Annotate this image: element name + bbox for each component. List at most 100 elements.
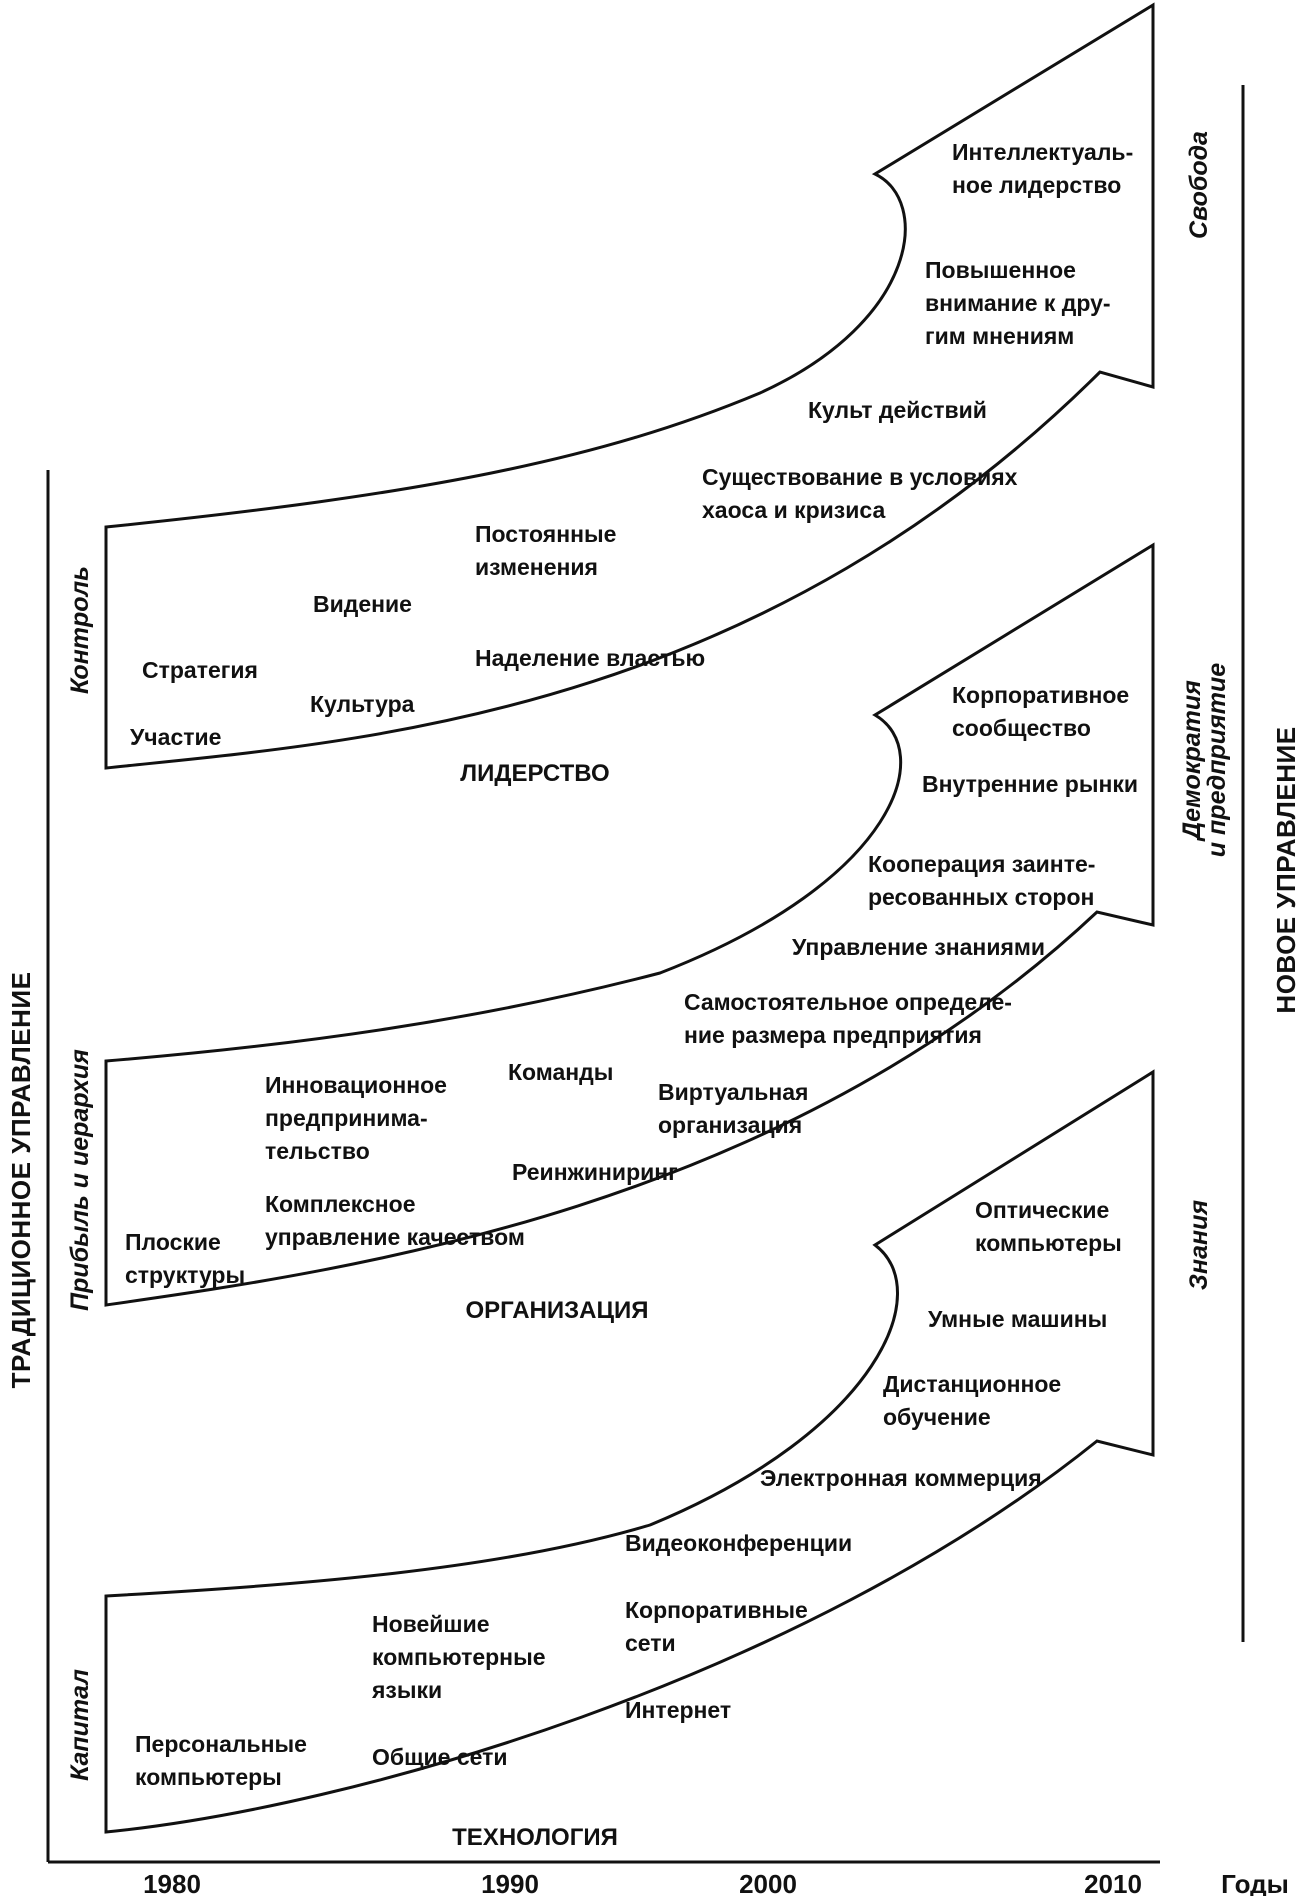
svg-text:компьютерные: компьютерные xyxy=(372,1644,546,1670)
leadership-item: Наделение властью xyxy=(475,645,705,671)
svg-text:Умные машины: Умные машины xyxy=(928,1306,1107,1332)
organization-item: Комплексное управление качеством xyxy=(265,1191,525,1250)
arrow-technology xyxy=(104,1069,1155,1834)
svg-text:сообщество: сообщество xyxy=(952,715,1091,741)
svg-text:Внутренние рынки: Внутренние рынки xyxy=(922,771,1138,797)
leadership-item: Интеллектуаль- ное лидерство xyxy=(952,139,1133,198)
svg-text:предпринима-: предпринима- xyxy=(265,1105,428,1131)
axis-tick: 1980 xyxy=(143,1869,201,1896)
svg-text:Инновационное: Инновационное xyxy=(265,1072,447,1098)
organization-item: Виртуальная организация xyxy=(658,1079,808,1138)
leadership-item: Стратегия xyxy=(142,657,258,683)
organization-from-label: Прибыль и иерархия xyxy=(66,1049,94,1311)
svg-text:Самостоятельное определе-: Самостоятельное определе- xyxy=(684,989,1012,1015)
svg-text:Команды: Команды xyxy=(508,1059,613,1085)
leadership-item: Повышенное внимание к дру- гим мнениям xyxy=(925,257,1111,349)
technology-from-label: Капитал xyxy=(66,1669,94,1781)
svg-text:Плоские: Плоские xyxy=(125,1229,221,1255)
svg-text:Интеллектуаль-: Интеллектуаль- xyxy=(952,139,1133,165)
svg-text:языки: языки xyxy=(371,1677,442,1703)
technology-item: Оптические компьютеры xyxy=(975,1197,1122,1256)
svg-text:Реинжиниринг: Реинжиниринг xyxy=(512,1159,678,1185)
svg-text:Наделение властью: Наделение властью xyxy=(475,645,705,671)
svg-text:Управление знаниями: Управление знаниями xyxy=(792,934,1045,960)
organization-item: Корпоративное сообщество xyxy=(952,682,1129,741)
svg-text:Видеоконференции: Видеоконференции xyxy=(625,1530,852,1556)
leadership-item: Постоянные изменения xyxy=(475,521,616,580)
svg-text:Постоянные: Постоянные xyxy=(475,521,616,547)
left-label: ТРАДИЦИОННОЕ УПРАВЛЕНИЕ xyxy=(6,972,36,1389)
leadership-from-label: Контроль xyxy=(66,566,94,694)
organization-item: Команды xyxy=(508,1059,613,1085)
svg-text:Общие сети: Общие сети xyxy=(372,1744,508,1770)
leadership-title: ЛИДЕРСТВО xyxy=(460,760,609,787)
technology-item: Умные машины xyxy=(928,1306,1107,1332)
axis-tick: 2000 xyxy=(739,1869,797,1896)
leadership-item: Культ действий xyxy=(808,397,987,423)
svg-text:Существование в условиях: Существование в условиях xyxy=(702,464,1018,490)
svg-text:организация: организация xyxy=(658,1112,802,1138)
leadership-item: Участие xyxy=(130,724,221,750)
svg-text:изменения: изменения xyxy=(475,554,598,580)
organization-item: Инновационное предпринима- тельство xyxy=(265,1072,447,1164)
svg-text:Корпоративные: Корпоративные xyxy=(625,1597,808,1623)
leadership-item: Культура xyxy=(310,691,415,717)
svg-text:Персональные: Персональные xyxy=(135,1731,307,1757)
leadership-item: Видение xyxy=(313,591,412,617)
technology-item: Электронная коммерция xyxy=(760,1465,1042,1491)
axis-unit: Годы xyxy=(1221,1869,1289,1896)
technology-item: Новейшие компьютерные языки xyxy=(371,1611,546,1703)
axis-tick: 2010 xyxy=(1084,1869,1142,1896)
svg-text:Видение: Видение xyxy=(313,591,412,617)
svg-text:обучение: обучение xyxy=(883,1404,991,1430)
svg-text:Корпоративное: Корпоративное xyxy=(952,682,1129,708)
svg-text:Новейшие: Новейшие xyxy=(372,1611,490,1637)
svg-text:Электронная коммерция: Электронная коммерция xyxy=(760,1465,1042,1491)
svg-text:гим мнениям: гим мнениям xyxy=(925,323,1074,349)
organization-item: Реинжиниринг xyxy=(512,1159,678,1185)
svg-text:Кооперация заинте-: Кооперация заинте- xyxy=(868,851,1095,877)
organization-title: ОРГАНИЗАЦИЯ xyxy=(465,1297,648,1324)
svg-text:компьютеры: компьютеры xyxy=(135,1764,282,1790)
organization-item: Управление знаниями xyxy=(792,934,1045,960)
arrow-organization xyxy=(104,542,1155,1307)
svg-text:Культ действий: Культ действий xyxy=(808,397,987,423)
svg-text:Стратегия: Стратегия xyxy=(142,657,258,683)
svg-text:тельство: тельство xyxy=(265,1138,370,1164)
right-label: НОВОЕ УПРАВЛЕНИЕ xyxy=(1271,726,1300,1013)
organization-item: Кооперация заинте- ресованных сторон xyxy=(868,851,1095,910)
svg-text:ресованных сторон: ресованных сторон xyxy=(868,884,1094,910)
technology-item: Персональные компьютеры xyxy=(135,1731,307,1790)
svg-text:хаоса и кризиса: хаоса и кризиса xyxy=(702,497,885,523)
svg-text:Интернет: Интернет xyxy=(625,1697,731,1723)
axis-tick: 1990 xyxy=(481,1869,539,1896)
svg-text:Повышенное: Повышенное xyxy=(925,257,1076,283)
svg-text:Оптические: Оптические xyxy=(975,1197,1109,1223)
svg-text:Виртуальная: Виртуальная xyxy=(658,1079,808,1105)
technology-item: Дистанционное обучение xyxy=(883,1371,1061,1430)
technology-item: Видеоконференции xyxy=(625,1530,852,1556)
technology-item: Корпоративные сети xyxy=(625,1597,808,1656)
svg-text:управление качеством: управление качеством xyxy=(265,1224,525,1250)
organization-item: Плоские структуры xyxy=(125,1229,245,1288)
organization-to-label-1: Демократия xyxy=(1178,680,1206,842)
svg-text:сети: сети xyxy=(625,1630,676,1656)
svg-text:Культура: Культура xyxy=(310,691,415,717)
svg-text:Участие: Участие xyxy=(130,724,221,750)
organization-item: Внутренние рынки xyxy=(922,771,1138,797)
technology-item: Интернет xyxy=(625,1697,731,1723)
organization-to-label-2: и предприятие xyxy=(1203,663,1231,857)
leadership-to-label: Свобода xyxy=(1185,131,1213,239)
svg-text:ное лидерство: ное лидерство xyxy=(952,172,1121,198)
svg-text:компьютеры: компьютеры xyxy=(975,1230,1122,1256)
svg-text:Комплексное: Комплексное xyxy=(265,1191,416,1217)
technology-title: ТЕХНОЛОГИЯ xyxy=(452,1824,618,1851)
arrow-leadership xyxy=(104,2,1155,770)
organization-item: Самостоятельное определе- ние размера пр… xyxy=(684,989,1012,1048)
technology-to-label: Знания xyxy=(1185,1200,1213,1290)
svg-text:структуры: структуры xyxy=(125,1262,245,1288)
svg-text:ние размера предприятия: ние размера предприятия xyxy=(684,1022,982,1048)
technology-item: Общие сети xyxy=(372,1744,508,1770)
